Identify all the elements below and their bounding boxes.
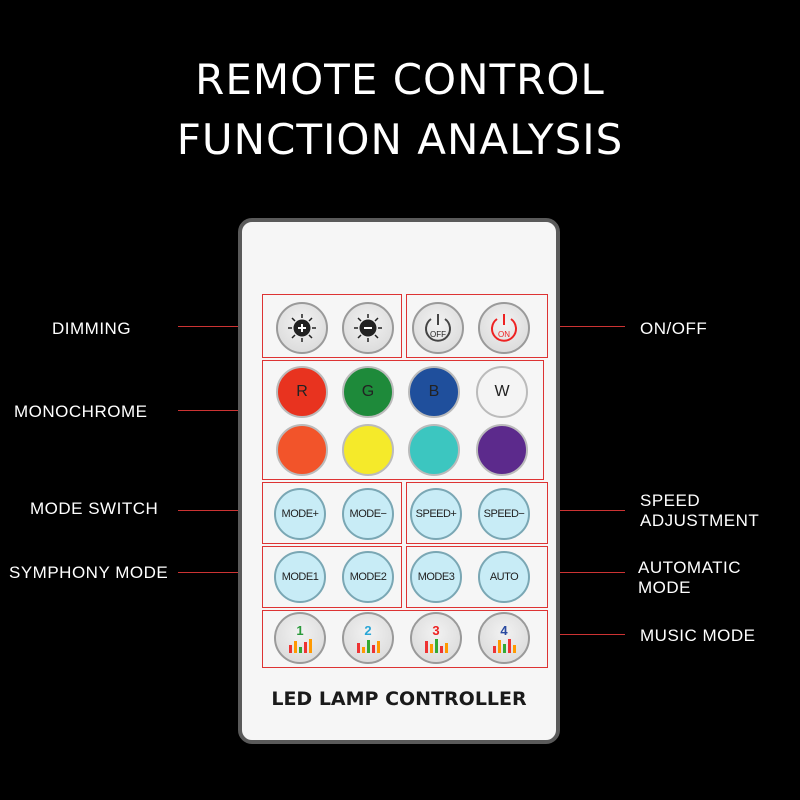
leader-line-music <box>530 634 625 635</box>
title-line-1: REMOTE CONTROL <box>195 55 605 104</box>
music-3-button[interactable]: 3 <box>410 612 462 664</box>
blue-label: B <box>428 383 440 400</box>
label-speed-line1: SPEED <box>640 491 701 510</box>
music-2-button[interactable]: 2 <box>342 612 394 664</box>
green-label: G <box>361 383 375 400</box>
power-off-icon: OFF <box>425 314 451 342</box>
music-4-button[interactable]: 4 <box>478 612 530 664</box>
purple-button[interactable] <box>476 424 528 476</box>
mode3-label: MODE3 <box>417 571 455 583</box>
leader-line-speed <box>530 510 625 511</box>
speed-plus-label: SPEED+ <box>415 508 457 520</box>
speed-minus-button[interactable]: SPEED− <box>478 488 530 540</box>
label-auto-line2: MODE <box>638 578 691 597</box>
label-automatic-mode: AUTOMATIC MODE <box>638 558 741 598</box>
auto-label: AUTO <box>489 571 519 583</box>
music-1-button[interactable]: 1 <box>274 612 326 664</box>
brightness-down-button[interactable] <box>342 302 394 354</box>
music-2-content: 2 <box>356 622 380 653</box>
orange-button[interactable] <box>276 424 328 476</box>
leader-line-monochrome <box>178 410 268 411</box>
label-music-mode: MUSIC MODE <box>640 626 756 645</box>
frame-symphony <box>262 546 402 608</box>
mode2-label: MODE2 <box>349 571 387 583</box>
frame-monochrome <box>262 360 544 480</box>
equalizer-icon <box>424 638 448 653</box>
teal-button[interactable] <box>408 424 460 476</box>
music-3-number: 3 <box>432 622 440 638</box>
music-3-content: 3 <box>424 622 448 653</box>
equalizer-icon <box>288 638 312 653</box>
remote-control: OFF ON R G B W MODE+ MODE− SPEED+ SPEED−… <box>238 218 560 744</box>
music-4-number: 4 <box>500 622 508 638</box>
brightness-plus-icon <box>288 314 316 342</box>
frame-speed <box>406 482 548 544</box>
music-4-content: 4 <box>492 622 516 653</box>
frame-dimming <box>262 294 402 358</box>
music-2-number: 2 <box>364 622 372 638</box>
leader-line-onoff <box>530 326 625 327</box>
speed-plus-button[interactable]: SPEED+ <box>410 488 462 540</box>
music-1-number: 1 <box>296 622 304 638</box>
label-mode-switch: MODE SWITCH <box>30 499 159 518</box>
mode1-label: MODE1 <box>281 571 319 583</box>
red-button[interactable]: R <box>276 366 328 418</box>
frame-music <box>262 610 548 668</box>
label-auto-line1: AUTOMATIC <box>638 558 742 577</box>
speed-minus-label: SPEED− <box>483 508 525 520</box>
red-label: R <box>296 383 308 400</box>
yellow-button[interactable] <box>342 424 394 476</box>
equalizer-icon <box>356 639 380 653</box>
label-onoff: ON/OFF <box>640 319 708 338</box>
frame-onoff <box>406 294 548 358</box>
mode-plus-label: MODE+ <box>281 508 319 520</box>
frame-mode-switch <box>262 482 402 544</box>
brightness-minus-icon <box>354 314 382 342</box>
power-on-icon: ON <box>491 314 517 342</box>
blue-button[interactable]: B <box>408 366 460 418</box>
on-label: ON <box>498 330 510 339</box>
mode2-button[interactable]: MODE2 <box>342 551 394 603</box>
remote-footer-label: LED LAMP CONTROLLER <box>271 688 527 710</box>
mode-plus-button[interactable]: MODE+ <box>274 488 326 540</box>
white-label: W <box>494 383 510 400</box>
mode1-button[interactable]: MODE1 <box>274 551 326 603</box>
leader-line-mode-switch <box>178 510 268 511</box>
mode-minus-button[interactable]: MODE− <box>342 488 394 540</box>
off-label: OFF <box>430 330 446 339</box>
brightness-up-button[interactable] <box>276 302 328 354</box>
on-button[interactable]: ON <box>478 302 530 354</box>
label-monochrome: MONOCHROME <box>14 402 148 421</box>
label-symphony-mode: SYMPHONY MODE <box>9 563 169 582</box>
mode-minus-label: MODE− <box>349 508 387 520</box>
leader-line-dimming <box>178 326 268 327</box>
label-speed-adjustment: SPEED ADJUSTMENT <box>640 491 759 531</box>
green-button[interactable]: G <box>342 366 394 418</box>
leader-line-symphony <box>178 572 268 573</box>
leader-line-auto <box>530 572 625 573</box>
off-button[interactable]: OFF <box>412 302 464 354</box>
white-button[interactable]: W <box>476 366 528 418</box>
music-1-content: 1 <box>288 622 312 653</box>
title-line-2: FUNCTION ANALYSIS <box>176 115 624 164</box>
auto-button[interactable]: AUTO <box>478 551 530 603</box>
frame-automatic <box>406 546 548 608</box>
mode3-button[interactable]: MODE3 <box>410 551 462 603</box>
label-speed-line2: ADJUSTMENT <box>640 511 760 530</box>
label-dimming: DIMMING <box>52 319 132 338</box>
equalizer-icon <box>492 638 516 653</box>
